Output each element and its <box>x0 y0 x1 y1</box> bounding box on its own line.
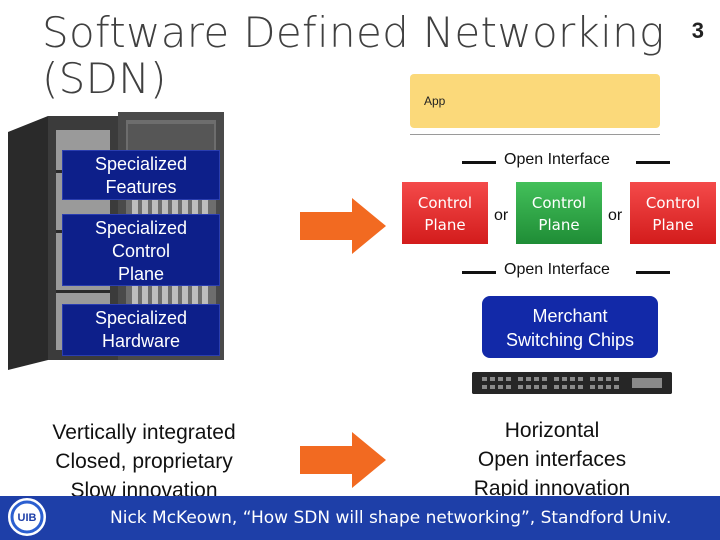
control-plane-box-1: Control Plane <box>402 182 488 244</box>
or-label-2: or <box>608 207 623 224</box>
slide-number: 3 <box>691 18 704 43</box>
open-interface-bottom-label: Open Interface <box>504 261 610 278</box>
merchant-line2: Switching Chips <box>505 330 635 350</box>
specialized-control-line1: Specialized <box>94 218 188 238</box>
right-arrow-icon <box>300 432 386 488</box>
left-summary-line2: Closed, proprietary <box>55 450 233 473</box>
app-box <box>410 74 660 128</box>
divider <box>410 134 660 135</box>
specialized-hardware-box: Specialized Hardware <box>62 304 220 356</box>
open-interface-top-label: Open Interface <box>504 151 610 168</box>
or-label-1: or <box>494 207 509 224</box>
specialized-hardware-line2: Hardware <box>101 331 181 351</box>
merchant-switching-chips-box: Merchant Switching Chips <box>482 296 658 358</box>
slide-title: Software Defined Networking (SDN) <box>42 10 665 102</box>
control-plane-2-line2: Plane <box>538 216 580 234</box>
control-plane-3-line1: Control <box>645 194 701 212</box>
control-plane-box-2: Control Plane <box>516 182 602 244</box>
control-plane-3-line2: Plane <box>652 216 694 234</box>
open-interface-top-left-line <box>462 161 496 164</box>
footer-citation: Nick McKeown, “How SDN will shape networ… <box>110 508 672 528</box>
slide-title-line1: Software Defined Networking <box>42 8 665 57</box>
control-plane-1-line2: Plane <box>424 216 466 234</box>
control-plane-box-3: Control Plane <box>630 182 716 244</box>
open-interface-top-right-line <box>636 161 670 164</box>
open-interface-bottom-left-line <box>462 271 496 274</box>
app-label: App <box>424 94 446 108</box>
specialized-features-label: Specialized Features <box>94 154 188 197</box>
control-plane-1-line1: Control <box>417 194 473 212</box>
right-summary: Horizontal Open interfaces Rapid innovat… <box>452 416 652 503</box>
specialized-control-line2: Control <box>111 241 171 261</box>
right-summary-line3: Rapid innovation <box>473 477 631 500</box>
specialized-control-line3: Plane <box>117 264 165 284</box>
right-summary-line2: Open interfaces <box>477 448 627 471</box>
specialized-control-plane-box: Specialized Control Plane <box>62 214 220 286</box>
open-interface-bottom-right-line <box>636 271 670 274</box>
right-summary-line1: Horizontal <box>504 419 600 442</box>
footer-bar <box>0 496 720 540</box>
right-arrow-icon <box>300 198 386 254</box>
logo-text: UIB <box>18 512 37 524</box>
left-summary-line1: Vertically integrated <box>52 421 236 444</box>
merchant-line1: Merchant <box>532 306 608 326</box>
network-switch-image <box>472 372 672 394</box>
specialized-features-box: Specialized Features <box>62 150 220 200</box>
specialized-hardware-line1: Specialized <box>94 308 188 328</box>
left-summary: Vertically integrated Closed, proprietar… <box>28 418 260 505</box>
slide-title-line2: (SDN) <box>42 54 167 103</box>
university-logo-icon: UIB <box>6 496 48 538</box>
control-plane-2-line1: Control <box>531 194 587 212</box>
